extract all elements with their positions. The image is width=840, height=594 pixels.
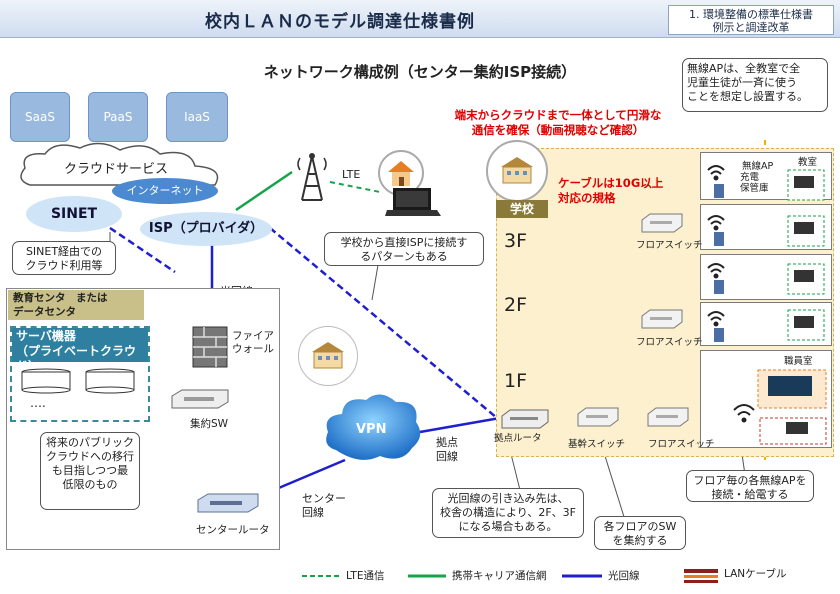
- section-tag-line2: 例示と調達改革: [712, 21, 790, 34]
- sinet-ellipse: SINET: [26, 196, 122, 232]
- base-router-label: 拠点ルータ: [494, 433, 542, 444]
- floor-switch-3f-icon: [641, 213, 683, 233]
- iaas-box: IaaS: [166, 92, 228, 142]
- fiber-entry-note: 光回線の引き込み先は、 校舎の構造により、2F、3F になる場合もある。: [432, 488, 584, 538]
- direct-note-pointer: [371, 264, 379, 301]
- direct-isp-note: 学校から直接ISPに接続す るパターンもある: [324, 232, 484, 266]
- center-router-icon: [197, 493, 259, 513]
- center-router-label: センタールータ: [196, 524, 270, 536]
- school-building-icon-mid: [312, 342, 344, 369]
- floor-1f-label: 1F: [504, 370, 528, 392]
- floor-switch-2f-icon: [641, 309, 683, 329]
- legend-lan: LANケーブル: [724, 568, 787, 580]
- core-switch-icon: [577, 407, 619, 427]
- laptop-icon: [385, 188, 441, 216]
- lte-line: [329, 181, 381, 193]
- vpn-base-line: [419, 416, 501, 434]
- school-building-icon: [501, 157, 533, 184]
- base-router-icon: [501, 409, 549, 429]
- room-devices: [707, 165, 827, 445]
- server-dots: ….: [30, 396, 46, 410]
- server-title: サーバ機器 （プライベートクラウド）: [12, 328, 148, 373]
- laptop-group: [757, 169, 827, 445]
- page-title: 校内ＬＡＮのモデル調達仕様書例: [205, 12, 475, 32]
- saas-box: SaaS: [10, 92, 70, 142]
- isp-tower-line: [235, 170, 293, 212]
- server-title-line1: サーバ機器: [16, 329, 76, 343]
- floor-switch-1f-icon: [647, 407, 689, 427]
- agg-switch-icon: [171, 389, 229, 409]
- isp-ellipse: ISP（プロバイダ）: [140, 212, 272, 246]
- legend-fiber: 光回線: [608, 570, 640, 582]
- sinet-line-dashed: [109, 226, 176, 274]
- internet-ellipse: インターネット: [112, 178, 218, 204]
- wifi-icon: [707, 165, 755, 423]
- charging-cart-icon: [714, 184, 724, 342]
- house-icon: [388, 161, 414, 186]
- paas-box: PaaS: [88, 92, 148, 142]
- base-line-label: 拠点 回線: [436, 436, 458, 463]
- center-line-label: センター 回線: [302, 492, 346, 519]
- cloud-service-label: クラウドサービス: [64, 162, 169, 177]
- agg-sw-label: 集約SW: [190, 418, 229, 430]
- diagram-subtitle: ネットワーク構成例（センター集約ISP接続）: [263, 63, 577, 81]
- core-switch-label: 基幹スイッチ: [568, 439, 626, 450]
- floor-ap-note: フロア毎の各無線APを 接続・給電する: [686, 470, 814, 502]
- seamless-note: 端末からクラウドまで一体として円滑な 通信を確保（動画視聴など確認）: [454, 108, 662, 137]
- legend-lines: [302, 569, 718, 583]
- floor-2f-label: 2F: [504, 294, 528, 316]
- floor-switch-3f-label: フロアスイッチ: [636, 240, 703, 251]
- vpn-label: VPN: [356, 422, 387, 437]
- center-title: 教育センタ または データセンタ: [8, 290, 144, 320]
- floor-sw-note: 各フロアのSW を集約する: [594, 516, 686, 550]
- wireless-ap-note: 無線APは、全教室で全 児童生徒が一斉に使う ことを想定し設置する。: [682, 58, 828, 112]
- isp-school-dashed: [269, 227, 498, 419]
- section-tag-line1: 1. 環境整備の標準仕様書: [689, 8, 813, 21]
- lte-label: LTE: [342, 168, 361, 181]
- school-label: 学校: [496, 200, 548, 218]
- center-title-line2: データセンタ: [13, 306, 76, 318]
- legend-carrier: 携帯キャリア通信網: [452, 570, 547, 582]
- cable-note: ケーブルは10G以上 対応の規格: [558, 176, 664, 205]
- center-title-line1: 教育センタ または: [13, 292, 108, 304]
- cloud-shape: [20, 142, 219, 186]
- firewall-icon: [192, 326, 228, 368]
- section-tag: 1. 環境整備の標準仕様書 例示と調達改革: [668, 5, 834, 35]
- floor-switch-2f-label: フロアスイッチ: [636, 337, 703, 348]
- firewall-label: ファイア ウォール: [232, 330, 274, 355]
- floor-switch-1f-label: フロアスイッチ: [648, 439, 715, 450]
- vpn-cloud-icon: [326, 394, 421, 460]
- wireless-ap-label: 無線AP: [742, 161, 774, 172]
- public-cloud-note: 将来のパブリック クラウドへの移行 も目指しつつ最 低限のもの: [40, 432, 140, 510]
- classroom-label: 教室: [798, 157, 818, 168]
- lte-tower-icon: [297, 153, 327, 201]
- server-drives-icon: [21, 368, 135, 394]
- floor-3f-label: 3F: [504, 230, 528, 252]
- sinet-usage-note: SINET経由での クラウド利用等: [12, 241, 116, 275]
- staff-room-label: 職員室: [784, 356, 813, 367]
- legend-lte: LTE通信: [346, 570, 385, 582]
- charging-label: 充電 保管庫: [740, 172, 769, 194]
